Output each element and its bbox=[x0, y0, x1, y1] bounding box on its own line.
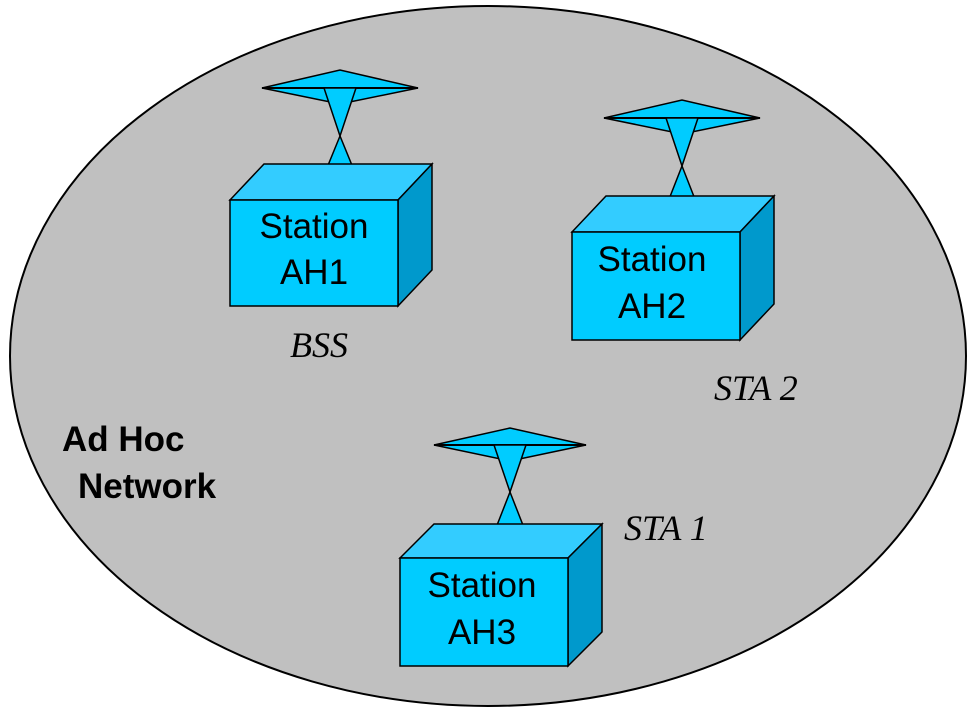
station-box bbox=[570, 194, 776, 342]
station-ah2: Station AH2 bbox=[570, 99, 776, 342]
sta2-label: STA 2 bbox=[714, 368, 798, 408]
station-name-label: Station bbox=[428, 566, 537, 605]
station-id-label: AH1 bbox=[280, 253, 348, 292]
station-ah1: Station AH1 bbox=[228, 69, 434, 308]
station-id-label: AH2 bbox=[618, 287, 686, 326]
station-name-label: Station bbox=[598, 240, 707, 279]
sta1-label: STA 1 bbox=[624, 508, 708, 548]
station-box bbox=[398, 522, 604, 668]
station-id-label: AH3 bbox=[448, 613, 516, 652]
network-label-line1: Ad Hoc bbox=[62, 420, 185, 459]
network-label-line2: Network bbox=[78, 467, 217, 506]
station-ah3: Station AH3 bbox=[398, 427, 604, 668]
station-name-label: Station bbox=[260, 207, 369, 246]
station-box bbox=[228, 162, 434, 308]
bss-label: BSS bbox=[290, 325, 348, 365]
